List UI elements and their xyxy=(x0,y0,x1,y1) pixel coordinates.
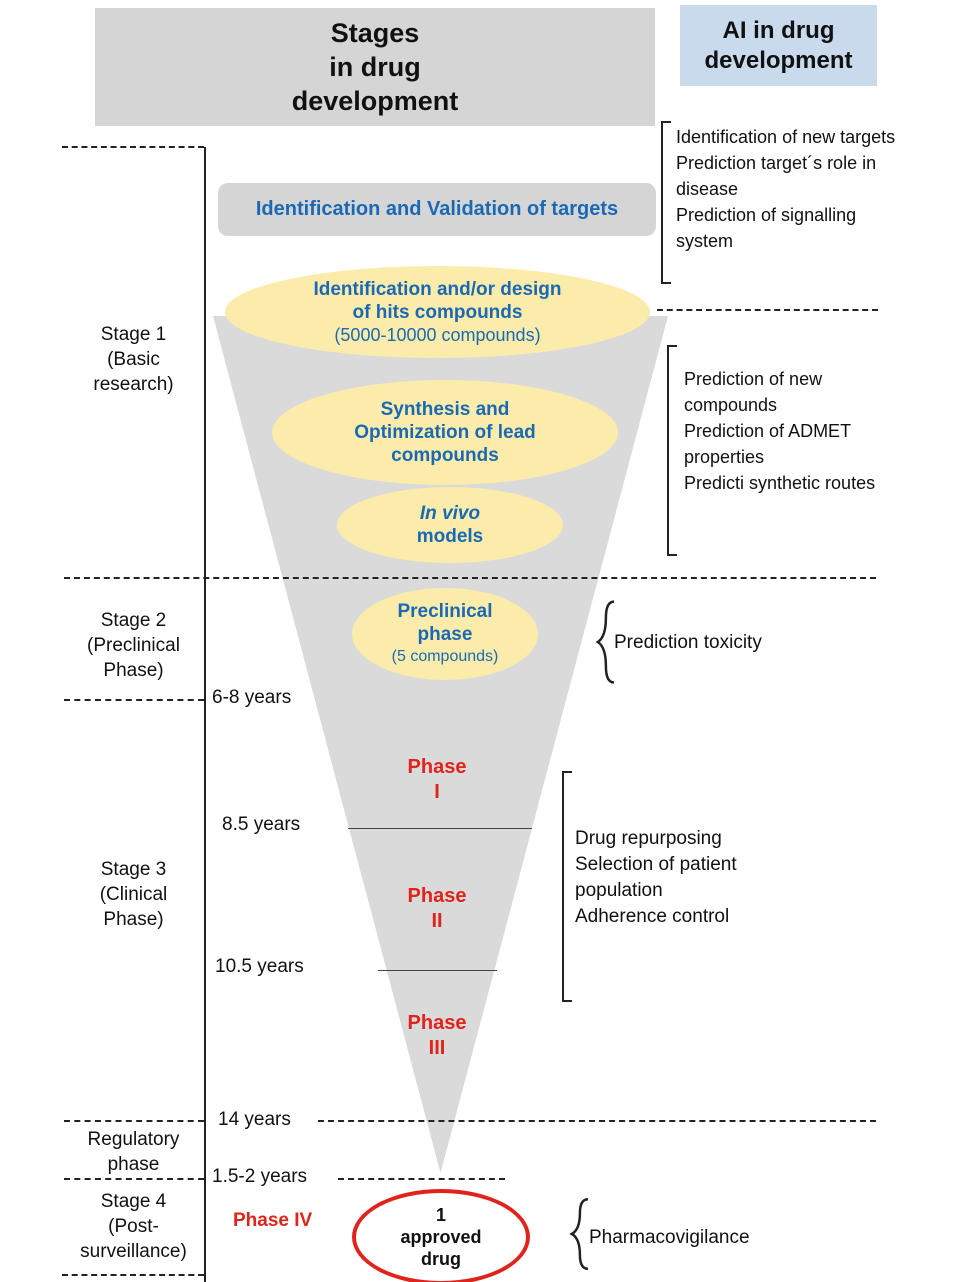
divider-bottom-left xyxy=(62,1274,204,1276)
stage2-label: Stage 2 (Preclinical Phase) xyxy=(87,610,180,681)
targets-validation-box: Identification and Validation of targets xyxy=(218,183,656,236)
ai-toxicity-label: Prediction toxicity xyxy=(614,632,762,653)
divider-regulatory-right xyxy=(338,1178,505,1180)
timeline-10-5-years: 10.5 years xyxy=(215,956,304,977)
phase2-phase3-separator xyxy=(378,970,497,971)
preclinical-count: (5 compounds) xyxy=(391,648,499,665)
divider-stage1-stage2 xyxy=(64,577,876,579)
hits-compounds-count: (5000-10000 compounds) xyxy=(334,325,541,345)
phase1-phase2-separator xyxy=(348,828,532,829)
clinical-group-bracket xyxy=(562,771,572,1002)
timeline-14-years: 14 years xyxy=(218,1109,291,1130)
approved-drug-ellipse: 1 approved drug xyxy=(352,1189,530,1282)
phase-2-label: Phase II xyxy=(407,885,467,932)
phase-4-label: Phase IV xyxy=(233,1210,313,1231)
timeline-8-5-years: 8.5 years xyxy=(222,814,301,835)
stage3-label: Stage 3 (Clinical Phase) xyxy=(99,859,168,930)
ai-pharmacovigilance-label: Pharmacovigilance xyxy=(589,1227,750,1248)
in-vivo-text: In vivo xyxy=(419,503,481,524)
divider-right-stage1 xyxy=(657,309,878,311)
timeline-6-8-years: 6-8 years xyxy=(212,687,292,708)
preclinical-phase-text: Preclinical phase xyxy=(397,601,493,645)
stages-header: Stages in drug development xyxy=(95,8,655,126)
pharmacovigilance-brace xyxy=(570,1197,588,1271)
toxicity-brace xyxy=(596,599,614,685)
stage-axis-line xyxy=(204,147,206,1282)
ai-clinical-group: Drug repurposing Selection of patient po… xyxy=(575,828,737,927)
ai-compounds-group: Prediction of new compounds Prediction o… xyxy=(684,369,876,493)
hits-compounds-text: Identification and/or design of hits com… xyxy=(313,279,562,323)
phase-1-label: Phase I xyxy=(407,756,467,803)
regulatory-phase-label: Regulatory phase xyxy=(87,1129,180,1175)
models-text: models xyxy=(416,526,484,547)
phase-3-label: Phase III xyxy=(407,1012,467,1059)
divider-top-left xyxy=(62,146,204,148)
lead-compounds-ellipse: Synthesis and Optimization of lead compo… xyxy=(272,380,618,485)
timeline-1-5-2-years: 1.5-2 years xyxy=(212,1166,308,1187)
stage1-label: Stage 1 (Basic research) xyxy=(93,324,174,395)
compounds-group-bracket xyxy=(667,345,677,556)
divider-stage2-stage3 xyxy=(64,699,204,701)
targets-group-bracket xyxy=(661,121,671,284)
ai-targets-group: Identification of new targets Prediction… xyxy=(676,127,896,251)
divider-regulatory-left xyxy=(64,1178,204,1180)
divider-14-years-left xyxy=(64,1120,204,1122)
preclinical-phase-ellipse: Preclinical phase (5 compounds) xyxy=(352,588,538,680)
hits-compounds-ellipse: Identification and/or design of hits com… xyxy=(225,266,650,358)
in-vivo-models-ellipse: In vivo models xyxy=(337,487,563,563)
ai-header: AI in drug development xyxy=(680,5,877,86)
lead-compounds-text: Synthesis and Optimization of lead compo… xyxy=(354,399,536,466)
stage4-label: Stage 4 (Post- surveillance) xyxy=(80,1191,187,1262)
divider-14-years-right xyxy=(318,1120,876,1122)
